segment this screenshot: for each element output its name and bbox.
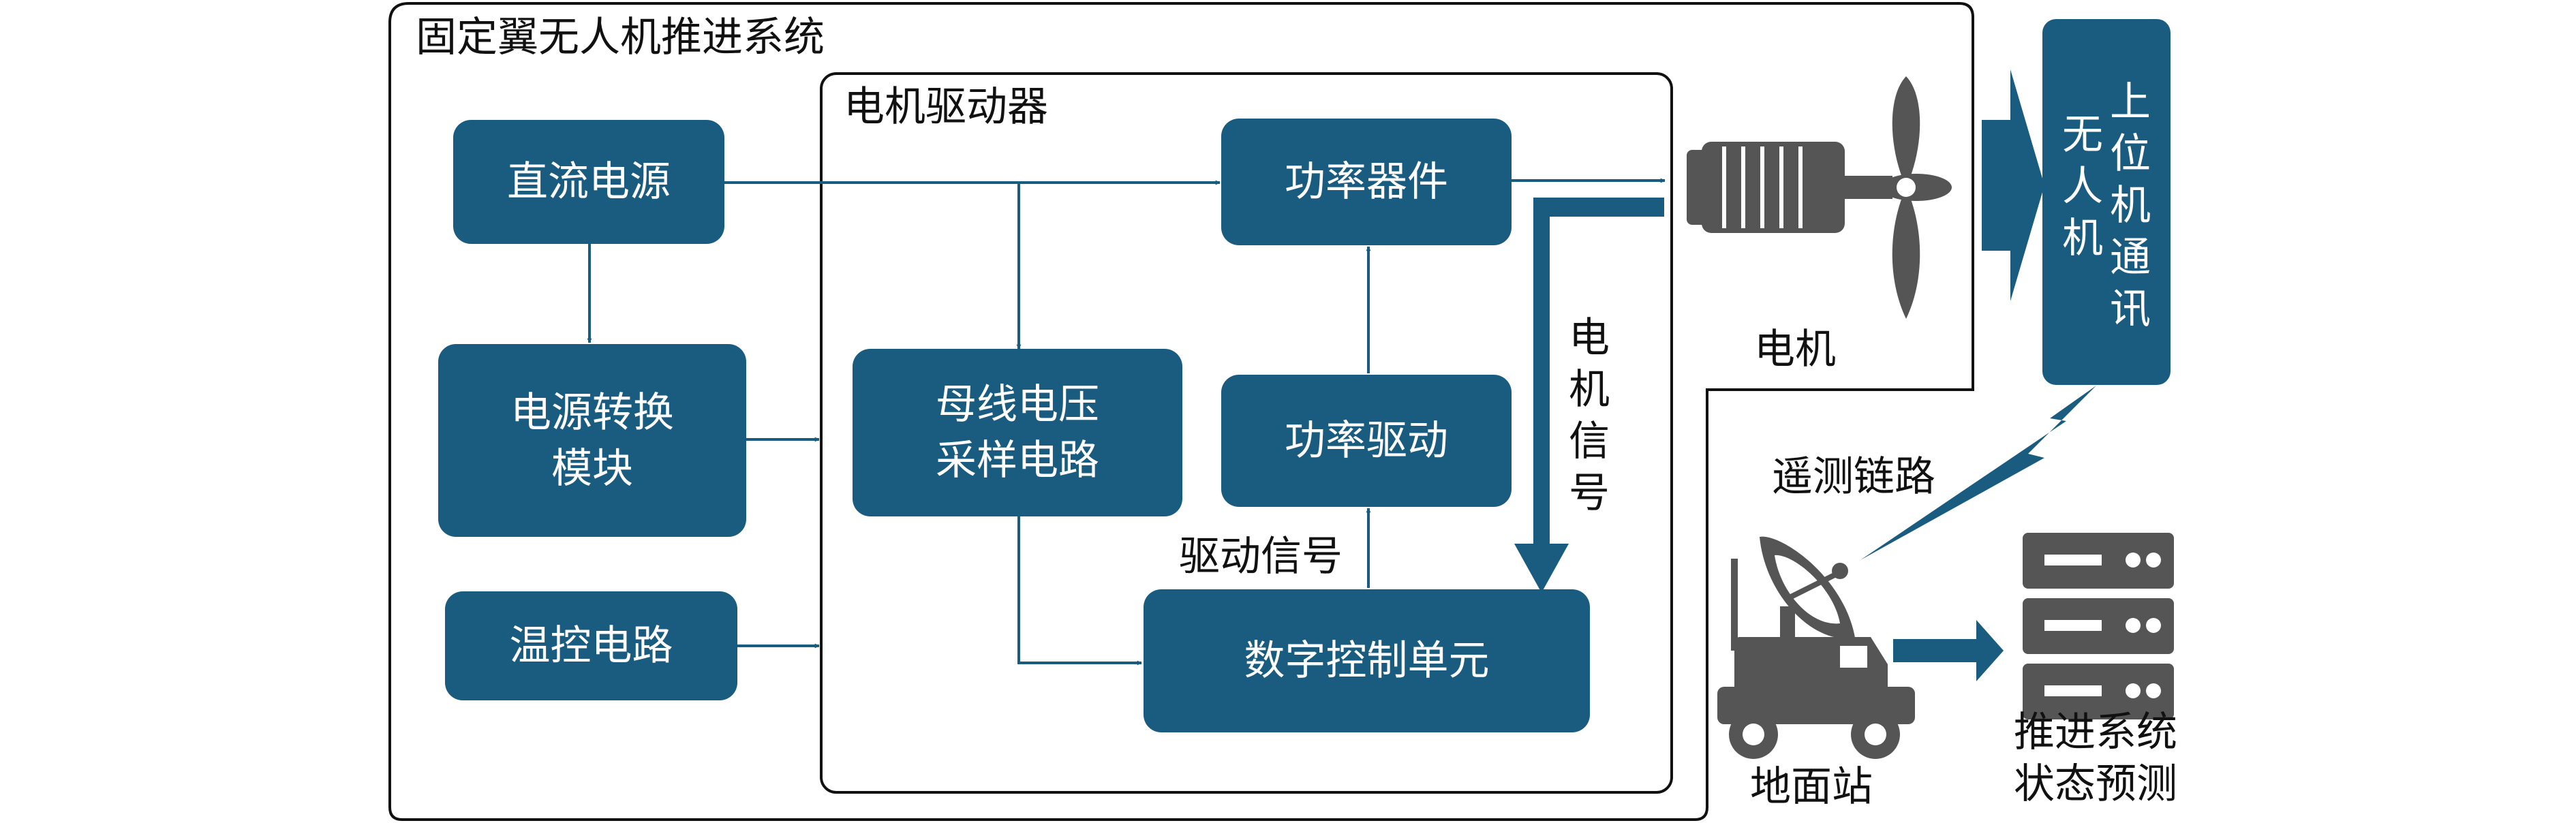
digital-control-label: 数字控制单元 <box>1244 637 1490 685</box>
motor-signal-arrow <box>1514 198 1664 593</box>
ground-station-label: 地面站 <box>1750 763 1873 811</box>
system-title: 固定翼无人机推进系统 <box>416 14 825 61</box>
dc-power-block: 直流电源 <box>453 120 724 244</box>
bus-voltage-line2: 采样电路 <box>936 437 1099 484</box>
motor-icon <box>1687 142 1892 233</box>
drive-signal-label: 驱动信号 <box>1179 533 1343 580</box>
motor-label: 电机 <box>1754 326 1836 373</box>
prediction-label-line1: 推进系统 <box>2014 709 2177 756</box>
power-conversion-line1: 电源转换 <box>510 388 674 437</box>
power-device-label: 功率器件 <box>1285 158 1448 206</box>
power-device-block: 功率器件 <box>1221 119 1512 245</box>
driver-title: 电机驱动器 <box>844 83 1048 131</box>
uplink-arrow <box>1982 69 2044 301</box>
temp-control-label: 温控电路 <box>509 622 673 670</box>
temp-control-block: 温控电路 <box>445 591 737 700</box>
power-drive-block: 功率驱动 <box>1221 375 1512 507</box>
driver-frame <box>820 72 1673 794</box>
power-conversion-line2: 模块 <box>551 444 633 493</box>
uav-label: 无人机 <box>2062 111 2103 262</box>
radar-truck-icon <box>1717 536 1915 759</box>
power-conversion-block: 电源转换 模块 <box>438 344 746 537</box>
prediction-label-line2: 状态预测 <box>2014 760 2177 808</box>
host-comm-label: 上位机通讯 <box>2110 78 2151 333</box>
bus-voltage-sampling-block: 母线电压 采样电路 <box>853 349 1182 516</box>
uav-host-comm-block: 无人机 上位机通讯 <box>2042 19 2171 385</box>
motor-signal-label: 电机信号 <box>1569 314 1610 517</box>
dc-power-label: 直流电源 <box>507 158 671 206</box>
digital-control-unit-block: 数字控制单元 <box>1144 589 1590 732</box>
system-frame <box>388 2 1974 821</box>
propeller-icon <box>1881 76 1952 319</box>
telemetry-link-label: 遥测链路 <box>1772 453 1935 501</box>
power-drive-label: 功率驱动 <box>1285 417 1448 465</box>
ground-to-server-arrow <box>1893 620 2004 681</box>
telemetry-link-bolt <box>1860 386 2096 560</box>
server-icon <box>2023 533 2174 719</box>
arrow-bus-to-control <box>1017 516 1142 666</box>
bus-voltage-line1: 母线电压 <box>936 381 1099 429</box>
